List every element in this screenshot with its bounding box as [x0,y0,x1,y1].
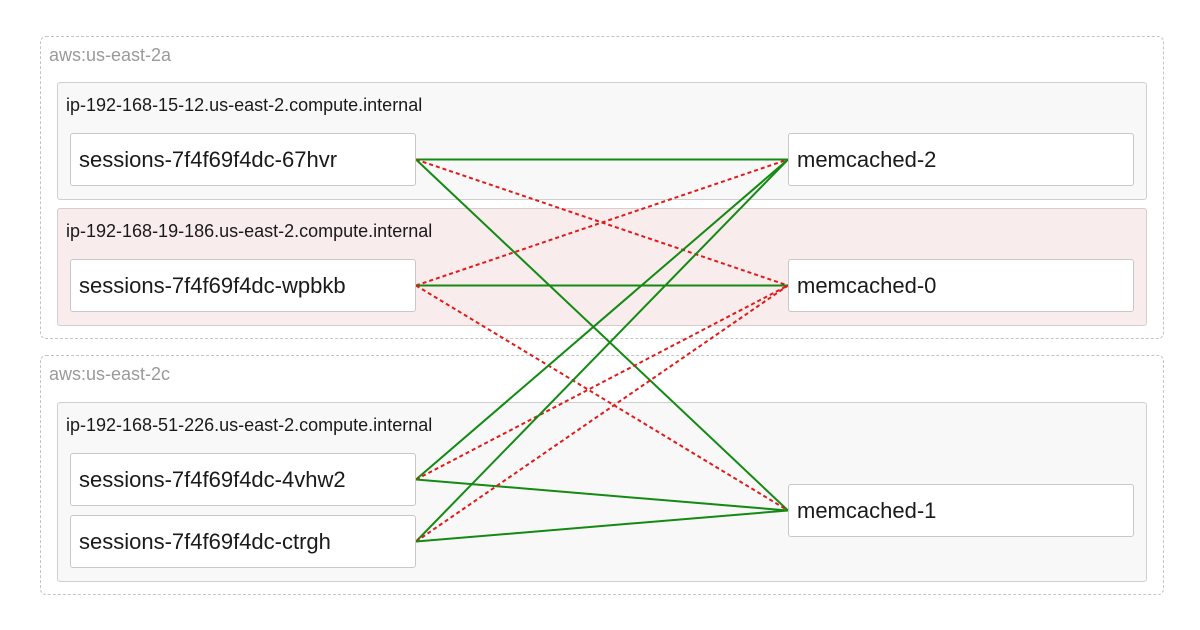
pod-sessions-ctrgh[interactable]: sessions-7f4f69f4dc-ctrgh [70,515,416,568]
zone-label: aws:us-east-2c [49,364,171,384]
pod-sessions-67hvr[interactable]: sessions-7f4f69f4dc-67hvr [70,133,416,186]
pod-sessions-wpbkb[interactable]: sessions-7f4f69f4dc-wpbkb [70,259,416,312]
zone-label: aws:us-east-2a [49,45,172,65]
node-label: ip-192-168-15-12.us-east-2.compute.inter… [66,95,423,115]
pod-memcached-1[interactable]: memcached-1 [788,484,1134,537]
pod-memcached-2[interactable]: memcached-2 [788,133,1134,186]
pod-memcached-0[interactable]: memcached-0 [788,259,1134,312]
pod-sessions-4vhw2[interactable]: sessions-7f4f69f4dc-4vhw2 [70,453,416,506]
node-label: ip-192-168-51-226.us-east-2.compute.inte… [66,415,433,435]
node-label: ip-192-168-19-186.us-east-2.compute.inte… [66,221,433,241]
